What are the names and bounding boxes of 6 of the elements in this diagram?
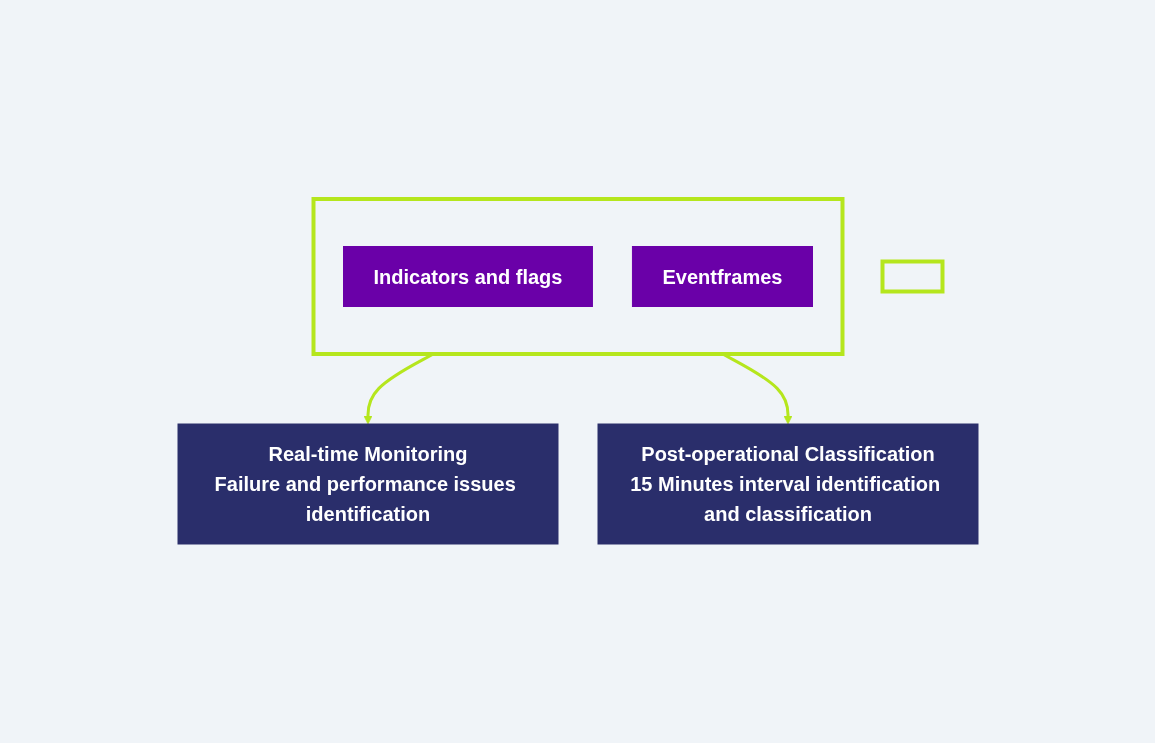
node-box: Eventframes	[631, 246, 813, 307]
node-box: Indicators and flags	[342, 246, 593, 307]
cluster	[311, 197, 844, 356]
node-box: Real-time Monitoring Failure and performance issues identification	[177, 423, 558, 545]
node-box	[880, 259, 944, 294]
node-box: Post-operational Classification 15 Minutes interval identification and classification	[597, 423, 978, 545]
